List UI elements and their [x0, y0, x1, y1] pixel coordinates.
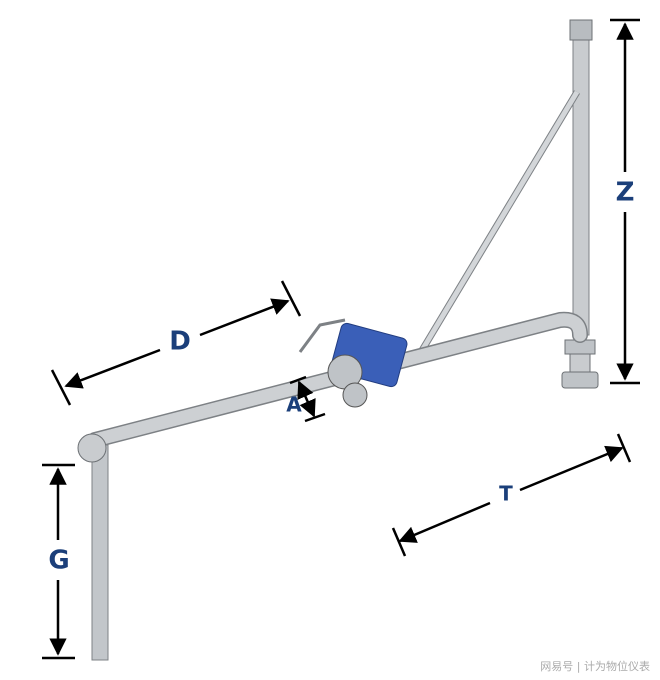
- dimension-z: [610, 18, 640, 385]
- dimension-d: [50, 280, 302, 406]
- riser-post: [561, 19, 599, 389]
- label-d: D: [169, 327, 191, 357]
- dimension-a: [289, 375, 326, 423]
- drop-pipe: [77, 433, 109, 661]
- label-a: A: [286, 393, 302, 417]
- dimension-g: [42, 463, 75, 660]
- label-z: Z: [616, 178, 635, 208]
- arm-pipe: [87, 311, 588, 448]
- label-t: T: [499, 482, 513, 506]
- watermark: 网易号 | 计为物位仪表: [540, 660, 650, 673]
- swivel-joint: [298, 318, 408, 408]
- label-g: G: [48, 546, 69, 576]
- dimension-t: [391, 433, 632, 557]
